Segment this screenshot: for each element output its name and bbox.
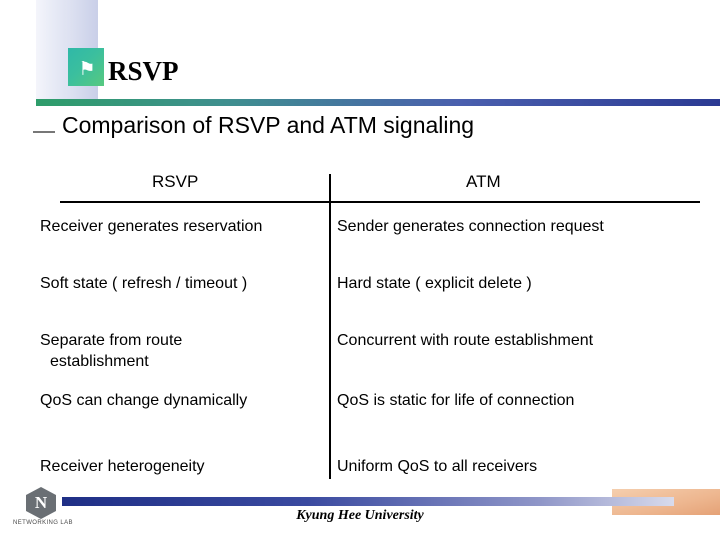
- rsvp-flag-icon: ⚑: [78, 58, 96, 80]
- table-row: Receiver generates reservation: [40, 218, 263, 235]
- header-band-inner: [36, 0, 66, 100]
- table-row: Soft state ( refresh / timeout ): [40, 275, 248, 292]
- comparison-table: RSVP ATM Receiver generates reservation …: [32, 172, 700, 482]
- table-column-divider: [329, 174, 331, 479]
- table-row: Uniform QoS to all receivers: [337, 458, 538, 475]
- table-cell-line1: Separate from route: [40, 332, 183, 349]
- table-cell-line2: establishment: [50, 353, 149, 370]
- footer-bar: [62, 497, 674, 506]
- table-row: Sender generates connection request: [337, 218, 604, 235]
- table-row: QoS is static for life of connection: [337, 392, 575, 409]
- table-row: Concurrent with route establishment: [337, 332, 594, 349]
- rsvp-logo-tile: [68, 48, 104, 86]
- table-header-rule: [60, 201, 700, 203]
- slide-heading: Comparison of RSVP and ATM signaling: [62, 112, 475, 138]
- heading-bullet-dash: [33, 131, 55, 133]
- logo-caption: NETWORKING LAB: [13, 520, 73, 526]
- table-row: QoS can change dynamically: [40, 392, 248, 409]
- table-row: Separate from route establishment: [40, 330, 322, 372]
- networking-lab-logo: N NETWORKING LAB: [10, 487, 76, 533]
- logo-letter: N: [34, 493, 48, 512]
- column-header-atm: ATM: [466, 172, 501, 191]
- footer-university-label: Kyung Hee University: [296, 508, 424, 523]
- header-divider: [36, 99, 720, 106]
- table-row: Hard state ( explicit delete ): [337, 275, 532, 292]
- column-header-rsvp: RSVP: [152, 172, 199, 191]
- table-row: Receiver heterogeneity: [40, 458, 205, 475]
- page-title: RSVP: [108, 56, 179, 86]
